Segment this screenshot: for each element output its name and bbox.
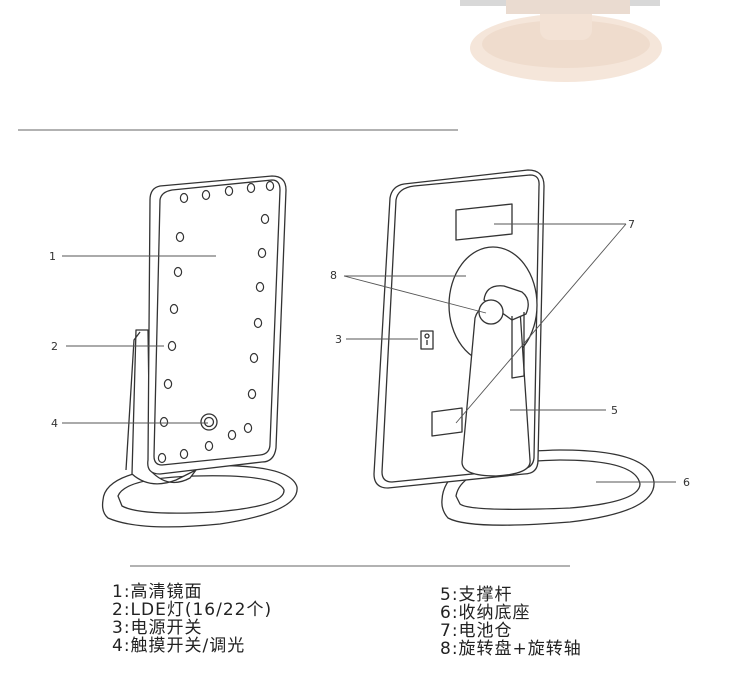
legend-item-8: 8:旋转盘+旋转轴 — [440, 639, 582, 659]
legend-item-5: 5:支撑杆 — [440, 585, 513, 605]
legend-item-3: 3:电源开关 — [112, 618, 203, 638]
leader-lines — [62, 223, 676, 483]
led-bulbs — [157, 180, 275, 464]
front-view-mirror — [101, 175, 298, 528]
legend-item-7: 7:电池仓 — [440, 621, 513, 641]
callout-1: 1 — [49, 250, 56, 263]
callout-7: 7 — [628, 218, 635, 231]
legend-item-2: 2:LDE灯(16/22个) — [112, 600, 273, 620]
legend-item-6: 6:收纳底座 — [440, 603, 531, 623]
legend-right: 5:支撑杆 6:收纳底座 7:电池仓 8:旋转盘+旋转轴 — [440, 586, 582, 658]
back-view-mirror — [373, 169, 655, 526]
callout-2: 2 — [51, 340, 58, 353]
callout-8: 8 — [330, 269, 337, 282]
callout-3: 3 — [335, 333, 342, 346]
legend-left: 1:高清镜面 2:LDE灯(16/22个) 3:电源开关 4:触摸开关/调光 — [112, 583, 272, 655]
callout-4: 4 — [51, 417, 58, 430]
product-photo-fragment — [460, 0, 662, 82]
legend-item-4: 4:触摸开关/调光 — [112, 636, 246, 656]
callout-6: 6 — [683, 476, 690, 489]
callout-5: 5 — [611, 404, 618, 417]
legend-item-1: 1:高清镜面 — [112, 582, 203, 602]
